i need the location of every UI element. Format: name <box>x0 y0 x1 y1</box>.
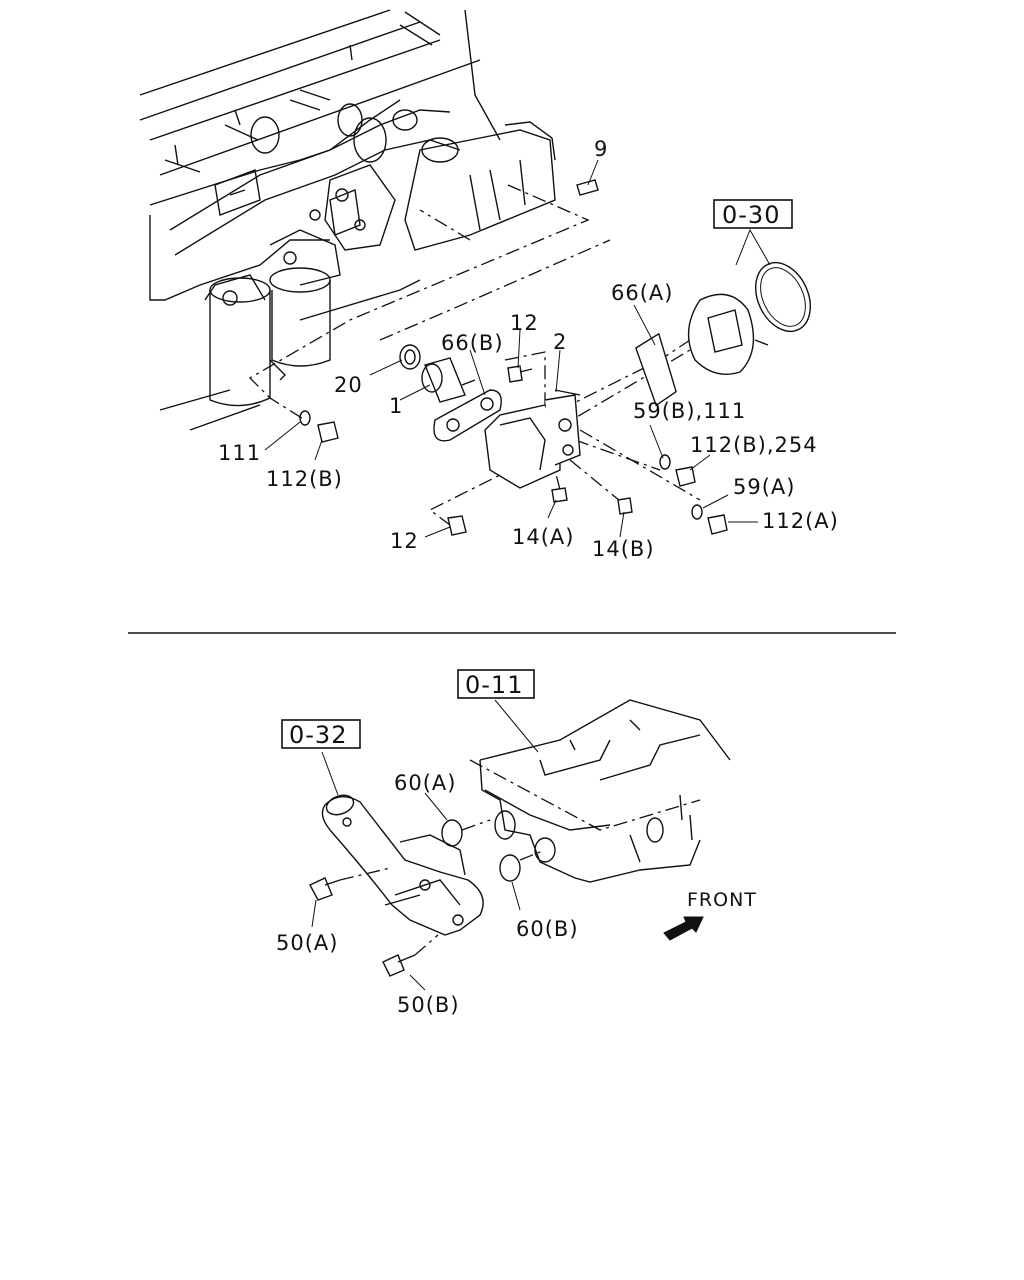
upper-diagram: 0-30 9 66(A) 66(B) 12 2 20 1 59(B),111 1… <box>139 9 839 561</box>
callout-60a: 60(A) <box>394 771 456 795</box>
callout-59b-111: 59(B),111 <box>633 399 746 423</box>
ref-box-0-30: 0-30 <box>713 199 793 229</box>
ref-label-0-30: 0-30 <box>722 201 780 229</box>
lower-diagram: 0-11 0-32 60(A) 60(B) 50(A) 50(B) FRONT <box>276 669 757 1017</box>
front-arrow-icon <box>663 916 704 941</box>
water-pipe-drawing <box>321 794 484 936</box>
callout-2: 2 <box>553 330 567 354</box>
ref-box-0-11: 0-11 <box>457 669 535 699</box>
ref-label-0-32: 0-32 <box>289 721 347 749</box>
callout-50b: 50(B) <box>397 993 460 1017</box>
ref-label-0-11: 0-11 <box>465 671 523 699</box>
callout-66a: 66(A) <box>611 281 673 305</box>
reference-lines-upper <box>248 184 721 526</box>
o-ring-60b <box>499 854 521 882</box>
callout-1: 1 <box>389 394 403 418</box>
callout-111: 111 <box>218 441 261 465</box>
bolts-lower <box>309 877 416 977</box>
callout-50a: 50(A) <box>276 931 338 955</box>
callout-20: 20 <box>334 373 363 397</box>
outlet-flange-drawing <box>635 262 811 407</box>
o-ring-60a <box>441 819 463 847</box>
leader-lines-lower <box>311 699 539 991</box>
cylinder-head-drawing <box>479 699 731 883</box>
callout-14a: 14(A) <box>512 525 574 549</box>
callout-59a: 59(A) <box>733 475 795 499</box>
callout-60b: 60(B) <box>516 917 579 941</box>
callout-14b: 14(B) <box>592 537 655 561</box>
callout-112b: 112(B) <box>266 467 343 491</box>
front-label: FRONT <box>687 889 757 911</box>
callout-12-top: 12 <box>510 311 539 335</box>
engine-manifold-drawing <box>139 9 556 431</box>
egr-valve-drawing <box>399 344 581 489</box>
leader-lines-upper <box>264 159 771 538</box>
fasteners-upper <box>299 179 728 536</box>
callout-66b: 66(B) <box>441 331 504 355</box>
callout-112b-254: 112(B),254 <box>690 433 818 457</box>
reference-lines-lower <box>339 759 701 956</box>
callout-112a: 112(A) <box>762 509 839 533</box>
callout-12-bottom: 12 <box>390 529 419 553</box>
callout-9: 9 <box>594 137 608 161</box>
ref-box-0-32: 0-32 <box>281 719 361 749</box>
